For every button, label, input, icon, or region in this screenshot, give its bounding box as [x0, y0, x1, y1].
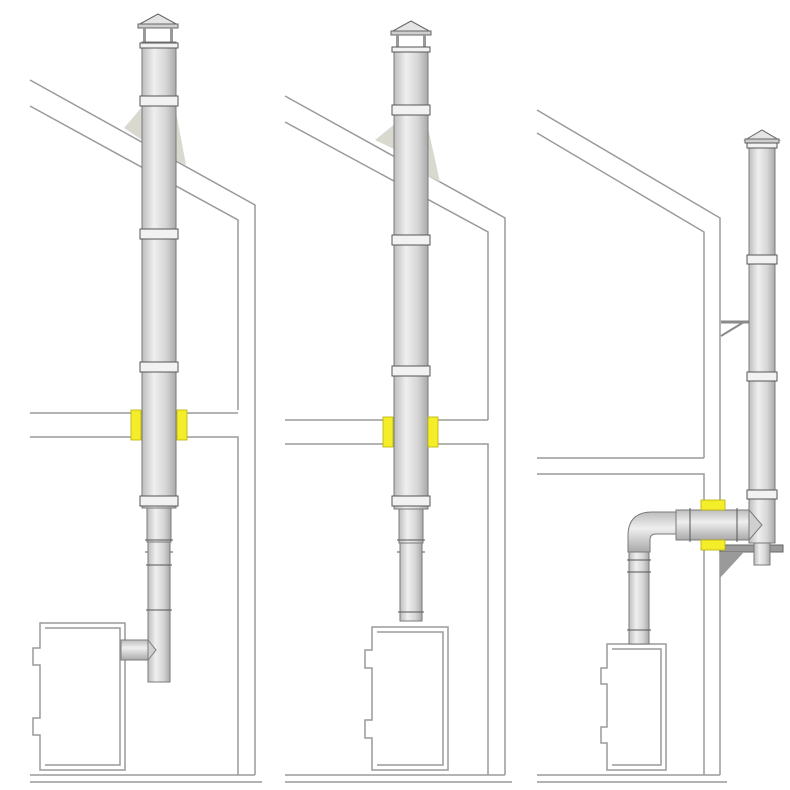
pipe-band	[391, 234, 431, 246]
wall-bracket	[720, 321, 745, 337]
roof-line	[29, 105, 239, 410]
adapter-pipe	[398, 508, 424, 544]
ceiling-pass-through	[130, 409, 142, 441]
boiler-outline	[377, 631, 444, 766]
chimney-3	[627, 129, 784, 645]
chimney-cap-rim	[137, 23, 179, 29]
pipe-band	[139, 495, 179, 507]
chimney-pipe	[748, 142, 776, 544]
chimney-1	[120, 13, 188, 683]
panel-1	[29, 79, 262, 783]
ceiling-pass-through	[427, 416, 439, 448]
panel-3	[536, 109, 727, 783]
pipe-band	[391, 365, 431, 377]
roof-line	[29, 79, 256, 775]
tee-connector-end	[147, 638, 157, 662]
chimney-cap-post	[170, 28, 173, 42]
chimney-cap-post	[396, 35, 399, 47]
chimney-cap-rim	[744, 138, 780, 144]
boiler-outline	[45, 627, 121, 766]
flue-pipe	[399, 542, 423, 622]
support-platform	[719, 544, 784, 553]
pipe-band	[391, 495, 431, 507]
boiler-outline	[32, 622, 126, 771]
horizontal-pipe	[675, 509, 750, 541]
ceiling-pass-through	[382, 416, 394, 448]
roof-flashing	[428, 128, 440, 182]
pipe-band	[139, 228, 179, 240]
tee-end	[748, 508, 763, 542]
roof-line	[284, 95, 506, 775]
ceiling-line	[537, 473, 705, 775]
roof-line	[536, 109, 721, 775]
roof-flashing	[176, 112, 186, 165]
chimney-cap-rim	[390, 30, 432, 36]
chimney-pipe	[141, 41, 177, 509]
flue-pipe	[147, 541, 171, 683]
pipe-band	[746, 142, 778, 149]
boiler-outline	[364, 626, 449, 771]
pipe-band	[391, 46, 431, 53]
chimney-cap-post	[143, 28, 146, 42]
chimney-2	[382, 20, 439, 622]
pipe-band	[139, 361, 179, 373]
chimney-cap	[137, 13, 179, 26]
support-brace	[720, 552, 744, 578]
tee-connector	[120, 639, 149, 661]
ceiling-line	[285, 443, 489, 775]
pipe-band	[746, 489, 778, 500]
pipe-band	[746, 371, 778, 382]
ceiling-pass-through	[176, 409, 188, 441]
wall-pass-through	[700, 499, 726, 511]
ceiling-line	[30, 436, 239, 775]
chimney-cap-post	[423, 35, 426, 47]
adapter-pipe	[146, 507, 172, 543]
roof-line	[536, 132, 705, 458]
pipe-band	[139, 95, 179, 107]
chimney-cap	[390, 20, 432, 33]
roof-flashing	[124, 107, 142, 140]
pipe-band	[391, 104, 431, 116]
wall-pass-through	[700, 539, 726, 551]
elbow-pipe	[627, 511, 677, 553]
chimney-pipe	[393, 46, 429, 510]
boiler-outline	[612, 648, 662, 766]
pipe-band	[746, 254, 778, 265]
flue-pipe	[628, 551, 650, 645]
roof-line	[284, 121, 489, 420]
roof-flashing	[375, 123, 396, 150]
pipe-band	[139, 42, 179, 49]
boiler-outline	[600, 643, 667, 771]
drain-pipe	[753, 542, 771, 566]
